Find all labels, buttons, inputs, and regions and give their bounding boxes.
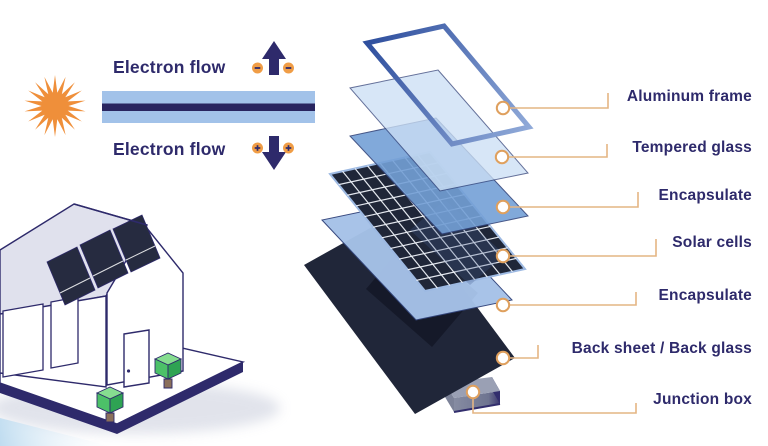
- label-junction-box: Junction box: [653, 391, 752, 408]
- label-encapsulate-bottom: Encapsulate: [658, 287, 752, 304]
- exploded-panel-stack: [304, 23, 534, 414]
- cell-junction-stripe: [102, 103, 315, 111]
- plus-badge: [283, 142, 294, 154]
- connector-tempered-glass: [509, 144, 608, 158]
- house-illustration: [0, 203, 280, 446]
- connector-dot: [495, 100, 511, 116]
- connector-back-sheet: [510, 345, 539, 359]
- sun-icon: [24, 75, 86, 137]
- ground-highlight: [0, 418, 110, 446]
- connector-dot: [495, 297, 511, 313]
- connector-encapsulate-bottom: [510, 292, 637, 306]
- platform-edge-right: [117, 362, 243, 434]
- connector-junction-box: [472, 399, 637, 414]
- window-right: [50, 296, 79, 369]
- label-solar-cells: Solar cells: [672, 234, 752, 251]
- bush-front: [95, 386, 125, 423]
- up-arrow-icon: [262, 41, 286, 75]
- connector-dot: [494, 149, 510, 165]
- electron-flow-bottom-label: Electron flow: [113, 139, 226, 159]
- connector-dot: [465, 384, 481, 400]
- connector-dots: [465, 100, 511, 400]
- label-back-sheet: Back sheet / Back glass: [571, 340, 752, 357]
- bush-right: [153, 352, 183, 389]
- minus-badge: [252, 62, 263, 74]
- plus-badge: [252, 142, 263, 154]
- connector-encapsulate-top: [510, 192, 639, 208]
- roof-solar-panels: [46, 214, 161, 306]
- connector-solar-cells: [510, 239, 657, 257]
- window-left: [2, 303, 44, 378]
- door: [123, 329, 150, 388]
- label-aluminum-frame: Aluminum frame: [626, 88, 752, 105]
- roof-ridge: [73, 203, 148, 226]
- roof-panel: [46, 246, 96, 306]
- minus-badge: [283, 62, 294, 74]
- connectors: [472, 93, 657, 414]
- roof-panel: [112, 214, 161, 273]
- bush-trunk: [105, 412, 115, 423]
- label-encapsulate-top: Encapsulate: [658, 187, 752, 204]
- roof-panel: [79, 229, 129, 289]
- connector-dot: [495, 350, 511, 366]
- connector-aluminum-frame: [510, 93, 609, 109]
- connector-dot: [495, 199, 511, 215]
- door-knob-icon: [126, 369, 131, 373]
- platform-edge-left: [0, 383, 117, 434]
- down-arrow-icon: [262, 136, 286, 170]
- bush-trunk: [163, 378, 173, 389]
- electron-flow-section: [24, 41, 315, 170]
- label-tempered-glass: Tempered glass: [632, 139, 752, 156]
- connector-dot: [495, 248, 511, 264]
- electron-flow-top-label: Electron flow: [113, 57, 226, 77]
- aluminum-frame-layer: [362, 23, 534, 147]
